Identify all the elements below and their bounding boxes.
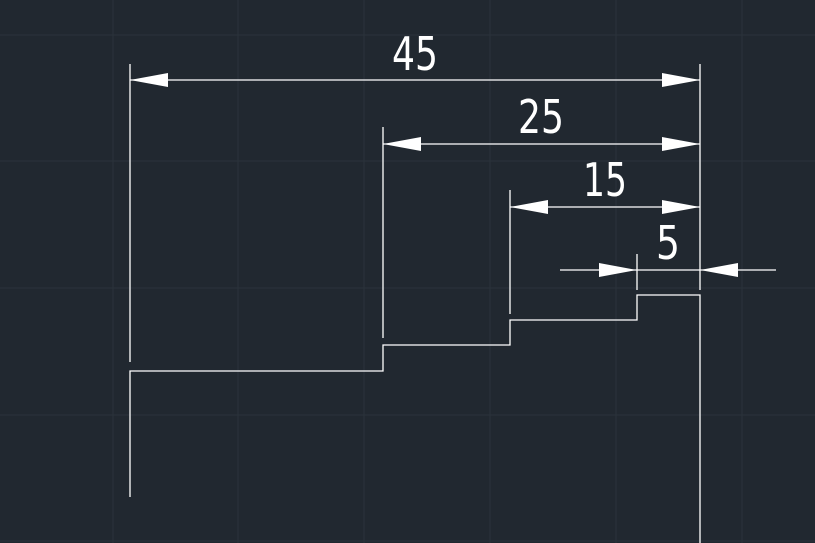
dimension-45[interactable]: 45 xyxy=(130,27,700,87)
dimension-text-25: 25 xyxy=(518,90,564,144)
arrowhead-right xyxy=(662,73,700,87)
arrowhead-left xyxy=(599,263,637,277)
dimension-25[interactable]: 25 xyxy=(383,90,700,151)
arrowhead-right xyxy=(700,263,738,277)
dimension-15[interactable]: 15 xyxy=(510,153,700,214)
arrowhead-right xyxy=(662,137,700,151)
arrowhead-left xyxy=(510,200,548,214)
dimension-5[interactable]: 5 xyxy=(560,216,776,277)
stepped-profile-line[interactable] xyxy=(129,294,701,543)
dimension-text-5: 5 xyxy=(656,216,680,270)
arrowhead-right xyxy=(662,200,700,214)
dimension-text-45: 45 xyxy=(392,27,438,81)
dimension-text-15: 15 xyxy=(583,153,627,207)
arrowhead-left xyxy=(130,73,168,87)
arrowhead-left xyxy=(383,137,421,151)
